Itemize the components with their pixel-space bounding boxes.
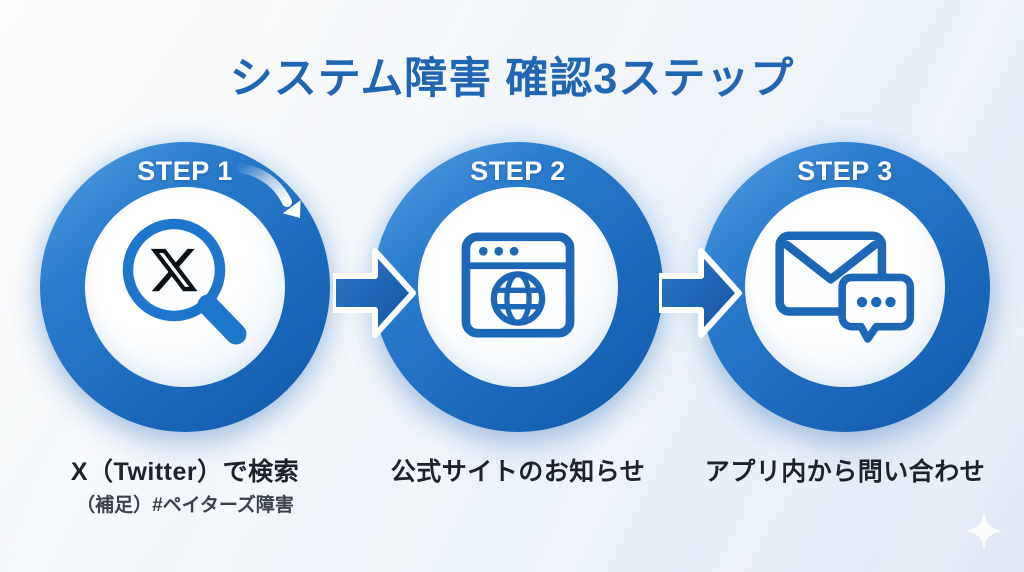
x-twitter-search-icon: [110, 210, 260, 365]
page-title: システム障害 確認3ステップ: [229, 55, 795, 103]
step-2-inner-circle: [418, 187, 618, 387]
curved-arrow-icon: [236, 158, 307, 233]
step-2-label: STEP 2: [470, 156, 566, 186]
step-1-subcaption: （補足）#ペイターズ障害: [76, 495, 294, 516]
step-3-caption: アプリ内から問い合わせ: [704, 458, 986, 486]
step-3-inner-circle: [745, 187, 945, 387]
step-circle-3: STEP 3: [700, 142, 990, 432]
step-1-inner-circle: [85, 187, 285, 387]
mail-chat-icon: [774, 226, 916, 349]
right-arrow-connector-2: [656, 241, 743, 345]
browser-globe-icon: [460, 231, 576, 344]
sparkle-icon: [965, 512, 1003, 555]
step-2-caption: 公式サイトのお知らせ: [390, 458, 646, 486]
right-arrow-connector-1: [330, 241, 417, 345]
step-1-caption: X（Twitter）で検索: [70, 458, 300, 486]
step-1-label: STEP 1: [137, 156, 233, 186]
step-3-label: STEP 3: [797, 156, 893, 186]
step-circle-2: STEP 2: [373, 142, 663, 432]
